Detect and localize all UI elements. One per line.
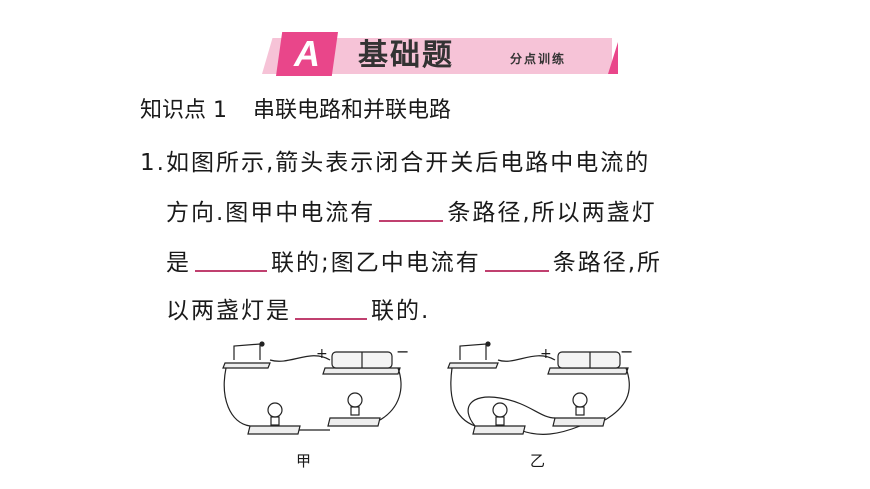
question-line-3: 是 联的;图乙中电流有 条路径,所 (166, 248, 662, 278)
lamp-icon (472, 402, 526, 435)
answer-blank-3[interactable] (484, 248, 549, 272)
series-circuit-diagram (222, 341, 402, 435)
lamp-icon (552, 392, 606, 427)
battery-plus-sign: + (540, 346, 552, 362)
question-text: 条路径,所以两盏灯 (447, 200, 657, 226)
figure-label: 乙 (530, 452, 546, 470)
banner-letter-badge: A (276, 32, 338, 76)
knowledge-point-title: 串联电路和并联电路 (253, 98, 452, 123)
battery-icon (322, 351, 401, 375)
switch-icon (222, 341, 271, 369)
question-number: 1. (140, 150, 166, 176)
answer-blank-4[interactable] (295, 296, 367, 320)
question-line-2: 方向.图甲中电流有 条路径,所以两盏灯 (166, 198, 657, 228)
battery-minus-sign: − (396, 342, 410, 361)
switch-icon (447, 341, 499, 369)
knowledge-point-label: 知识点 1 (140, 98, 227, 123)
circuit-figure-yi: + − 乙 (440, 338, 640, 488)
question-text: 如图所示,箭头表示闭合开关后电路中电流的 (165, 150, 651, 176)
battery-minus-sign: − (620, 342, 634, 361)
question-text: 以两盏灯是 (166, 298, 291, 324)
battery-plus-sign: + (316, 346, 328, 362)
battery-icon (547, 351, 629, 375)
question-text: 联的;图乙中电流有 (271, 250, 481, 276)
lamp-icon (327, 392, 381, 427)
banner-title: 基础题 (358, 38, 454, 73)
answer-blank-1[interactable] (379, 198, 444, 222)
question-text: 条路径,所 (552, 250, 663, 276)
banner-triangle (608, 42, 618, 74)
banner-subtitle: 分点训练 (510, 52, 567, 66)
knowledge-point-heading: 知识点 1 串联电路和并联电路 (140, 96, 451, 126)
lamp-icon (247, 402, 301, 435)
question-text: 方向.图甲中电流有 (166, 200, 376, 226)
answer-blank-2[interactable] (195, 248, 267, 272)
circuit-figure-jia: + − 甲 (220, 338, 410, 488)
question-line-1: 1.如图所示,箭头表示闭合开关后电路中电流的 (140, 148, 650, 178)
question-text: 是 (166, 250, 191, 276)
question-text: 联的. (371, 298, 431, 324)
question-line-4: 以两盏灯是 联的. (166, 296, 430, 326)
figure-label: 甲 (296, 452, 312, 470)
parallel-circuit-diagram (447, 341, 630, 435)
section-banner: A 基础题 分点训练 (262, 32, 618, 76)
